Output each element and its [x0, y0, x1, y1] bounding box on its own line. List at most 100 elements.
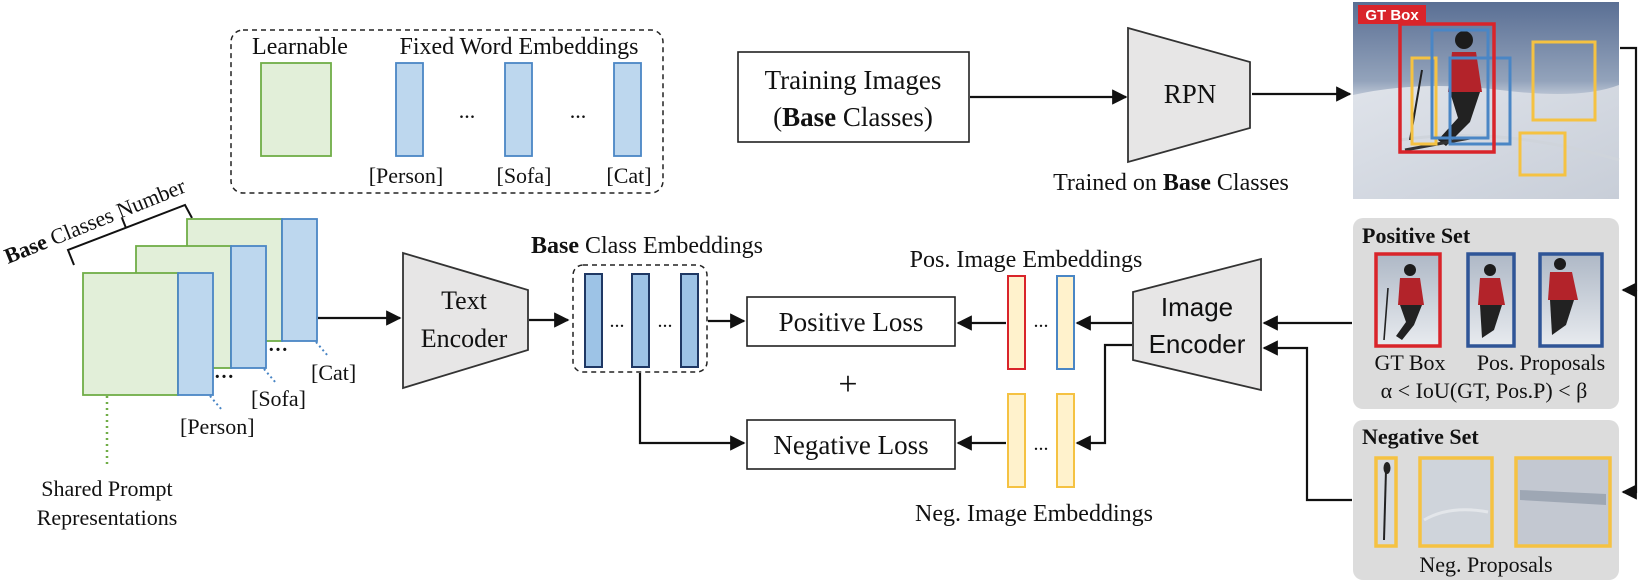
count-bracket-tick — [121, 217, 127, 229]
arrow-to-negative-set — [1621, 290, 1638, 500]
proposal-yellow-1 — [1410, 56, 1438, 146]
class-embedding-ellipsis-1: ... — [610, 310, 625, 332]
ski-track — [1399, 134, 1620, 162]
stack-ellipsis-1: … — [214, 361, 234, 383]
prompt-stack: Base Classes Number … … [Person] [Sofa] … — [1, 173, 357, 530]
training-images-line2: (Base Classes) — [773, 102, 933, 132]
ellipsis-1: ... — [459, 98, 476, 123]
class-embedding-ellipsis-2: ... — [658, 310, 673, 332]
text-encoder-line1: Text — [441, 286, 488, 315]
pos-proposals-label: Pos. Proposals — [1477, 350, 1605, 375]
positive-loss-box — [746, 296, 956, 347]
pos-crop-1-legs — [1480, 305, 1502, 338]
ski-slope — [1353, 85, 1619, 199]
rpn-caption: Trained on Base Classes — [1053, 170, 1289, 196]
neg-crop-snow — [1418, 456, 1494, 548]
positive-set-panel: Positive Set GT Box Pos. Proposals α < I… — [1353, 218, 1619, 409]
neg-embedding-ellipsis: ... — [1034, 433, 1049, 455]
gt-box — [1398, 22, 1496, 154]
negative-set-title: Negative Set — [1362, 424, 1479, 449]
pos-crop-2-legs — [1550, 300, 1574, 335]
image-encoder-line1: Image — [1161, 292, 1233, 322]
class-embedding-3 — [680, 273, 699, 368]
gt-crop-pole — [1383, 287, 1389, 341]
negative-loss-label: Negative Loss — [773, 430, 928, 460]
pos-embedding-ellipsis: ... — [1034, 310, 1049, 332]
learnable-label: Learnable — [252, 34, 348, 60]
rpn: RPN Trained on Base Classes — [1053, 26, 1289, 196]
proposal-yellow-3 — [1518, 131, 1567, 177]
image-embeddings: Pos. Image Embeddings ... ... Neg. Image… — [910, 247, 1153, 527]
plus-sign: + — [838, 366, 857, 403]
neg-proposals-label: Neg. Proposals — [1419, 552, 1552, 577]
neg-embedding-1 — [1007, 393, 1026, 488]
gt-badge-background — [1358, 5, 1426, 24]
training-images-line1: Training Images — [765, 65, 942, 95]
class-name-cat: [Cat] — [606, 163, 651, 188]
positive-set-title: Positive Set — [1362, 223, 1471, 248]
pos-crop-1-head — [1484, 264, 1496, 276]
gt-crop-skier-legs — [1396, 305, 1422, 340]
stack-class-person: [Person] — [180, 414, 255, 439]
proposal-blue-2 — [1448, 56, 1512, 146]
stack-class-sofa: [Sofa] — [251, 386, 306, 411]
class-name-person: [Person] — [369, 163, 444, 188]
training-images-border — [737, 51, 970, 143]
shared-label-line2: Representations — [37, 505, 178, 530]
skier-head — [1455, 31, 1473, 49]
class-embedding-1 — [584, 273, 603, 368]
negative-loss-box — [746, 419, 956, 470]
skier-jacket — [1448, 52, 1482, 92]
iou-formula: α < IoU(GT, Pos.P) < β — [1381, 378, 1588, 403]
text-encoder: Text Encoder — [402, 251, 529, 390]
pos-image-embeddings-label: Pos. Image Embeddings — [910, 247, 1143, 273]
neg-image-embeddings-label: Neg. Image Embeddings — [915, 501, 1153, 527]
leader-person — [209, 395, 223, 411]
word-embedding-person — [395, 62, 424, 157]
class-embedding-2 — [631, 273, 650, 368]
stack-ellipsis-2: … — [268, 334, 288, 356]
training-images-box: Training Images (Base Classes) — [737, 51, 970, 143]
base-class-embeddings: Base Class Embeddings ... ... — [531, 233, 763, 373]
rpn-label: RPN — [1164, 79, 1217, 109]
neg-crop-shadow — [1520, 490, 1606, 505]
image-encoder-trapezoid — [1132, 257, 1262, 392]
word-embedding-sofa — [504, 62, 533, 157]
shared-label-line1: Shared Prompt — [41, 476, 172, 501]
neg-crop-pole-shaft — [1383, 469, 1387, 541]
detection-image: GT Box — [1353, 2, 1620, 199]
ellipsis-2: ... — [570, 98, 587, 123]
arrow-encoder-to-neg-embeddings — [1075, 343, 1132, 451]
positive-loss-label: Positive Loss — [779, 307, 924, 337]
prompt-box-border — [230, 29, 664, 194]
text-encoder-trapezoid — [402, 251, 529, 390]
prompt-layer-1-green — [82, 272, 179, 396]
proposal-blue-1 — [1430, 28, 1490, 140]
gt-crop-skier-head — [1404, 264, 1416, 276]
image-encoder: Image Encoder — [1132, 257, 1262, 392]
neg-embedding-2 — [1056, 393, 1075, 488]
proposal-yellow-2 — [1531, 40, 1597, 122]
arrow-to-positive-set — [1620, 46, 1638, 298]
negative-set-panel: Negative Set Neg. Proposals — [1353, 420, 1619, 580]
stack-class-cat: [Cat] — [311, 360, 356, 385]
image-encoder-line2: Encoder — [1149, 329, 1246, 359]
pos-crop-1-jacket — [1478, 278, 1505, 305]
fixed-embeddings-label: Fixed Word Embeddings — [400, 34, 639, 60]
gt-crop-skier-jacket — [1398, 278, 1424, 305]
text-encoder-line2: Encoder — [421, 324, 508, 353]
pos-embedding-proposal — [1056, 275, 1075, 370]
pos-crop-2-head — [1554, 258, 1566, 270]
pos-crop-2-jacket — [1548, 272, 1578, 300]
learnable-block — [260, 62, 332, 157]
word-embedding-cat — [613, 62, 642, 157]
gt-badge-label: GT Box — [1365, 7, 1419, 24]
class-embeddings-border — [572, 264, 708, 373]
pos-embedding-gt — [1007, 275, 1026, 370]
prompt-layer-3-blue — [281, 218, 318, 342]
prompt-layer-2-blue — [230, 245, 267, 369]
arrow-embeddings-to-negative-loss — [638, 373, 746, 451]
leader-cat — [315, 341, 329, 357]
arrow-negative-set-to-encoder — [1262, 340, 1352, 502]
